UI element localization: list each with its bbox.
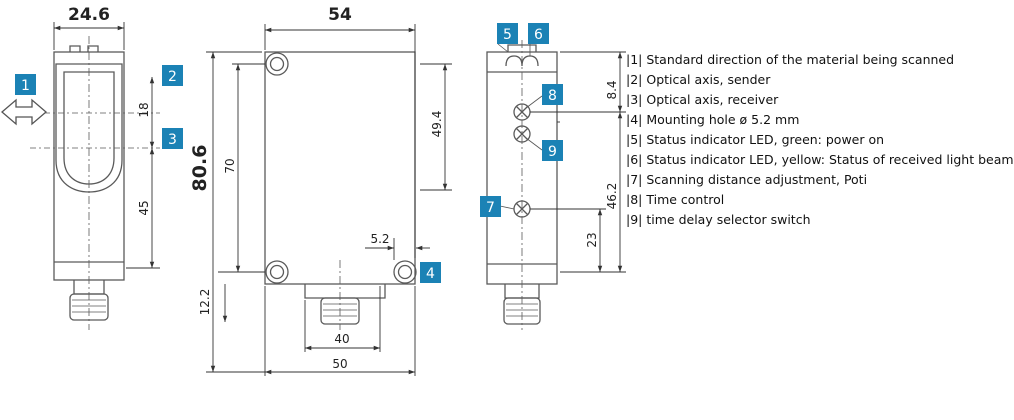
legend-item-4: |4| Mounting hole ø 5.2 mm bbox=[626, 112, 800, 127]
legend: |1| Standard direction of the material b… bbox=[626, 50, 1014, 230]
dim-lower-height: 23 bbox=[585, 232, 599, 247]
callout-1: 1 bbox=[15, 74, 36, 95]
svg-text:9: 9 bbox=[548, 144, 557, 160]
legend-item-3: |3| Optical axis, receiver bbox=[626, 92, 779, 107]
callout-leaders bbox=[497, 43, 543, 210]
callout-7: 7 bbox=[480, 196, 501, 217]
technical-drawing: 24.6 54 80.6 18 45 70 49.4 5.2 12.2 40 5… bbox=[1, 5, 626, 376]
callout-3: 3 bbox=[162, 128, 183, 149]
svg-text:6: 6 bbox=[534, 27, 543, 43]
legend-item-6: |6| Status indicator LED, yellow: Status… bbox=[626, 152, 1014, 167]
svg-text:2: 2 bbox=[168, 69, 177, 85]
callout-2: 2 bbox=[162, 65, 183, 86]
dim-top-to-led: 8.4 bbox=[605, 80, 619, 99]
dim-side-upper: 49.4 bbox=[430, 111, 444, 138]
callout-4: 4 bbox=[420, 262, 441, 283]
callout-6: 6 bbox=[528, 23, 549, 44]
dim-width-side: 54 bbox=[328, 5, 352, 25]
dim-axis-bottom: 45 bbox=[137, 200, 151, 215]
side-dimensions bbox=[206, 24, 452, 376]
scan-direction-arrow-icon bbox=[1, 98, 47, 126]
svg-text:1: 1 bbox=[21, 78, 30, 94]
dim-base-width: 50 bbox=[332, 357, 347, 371]
legend-item-9: |9| time delay selector switch bbox=[626, 212, 811, 227]
svg-text:4: 4 bbox=[426, 266, 435, 282]
callout-9: 9 bbox=[542, 140, 563, 161]
svg-text:8: 8 bbox=[548, 88, 557, 104]
dim-connector-width: 40 bbox=[334, 332, 349, 346]
legend-item-5: |5| Status indicator LED, green: power o… bbox=[626, 132, 885, 147]
legend-item-7: |7| Scanning distance adjustment, Poti bbox=[626, 172, 868, 187]
rear-view bbox=[486, 40, 558, 330]
legend-item-2: |2| Optical axis, sender bbox=[626, 72, 771, 87]
svg-text:3: 3 bbox=[168, 132, 177, 148]
dim-base-offset: 12.2 bbox=[198, 289, 212, 316]
svg-text:7: 7 bbox=[486, 200, 495, 216]
dim-width-front: 24.6 bbox=[68, 5, 110, 25]
rear-dimensions bbox=[530, 51, 626, 273]
dimension-labels: 24.6 54 80.6 18 45 70 49.4 5.2 12.2 40 5… bbox=[68, 5, 619, 371]
callout-5: 5 bbox=[497, 23, 518, 44]
dim-poti-height: 46.2 bbox=[605, 183, 619, 210]
dim-housing-height: 70 bbox=[223, 158, 237, 173]
legend-item-1: |1| Standard direction of the material b… bbox=[626, 52, 955, 67]
svg-text:5: 5 bbox=[503, 27, 512, 43]
dim-axis-gap: 18 bbox=[137, 102, 151, 117]
dim-hole-dia: 5.2 bbox=[370, 232, 389, 246]
callout-badges: 1 2 3 4 5 6 7 8 9 bbox=[15, 23, 563, 283]
dim-height-total: 80.6 bbox=[189, 145, 211, 192]
callout-8: 8 bbox=[542, 84, 563, 105]
front-view bbox=[30, 36, 160, 330]
front-dimensions bbox=[53, 22, 160, 269]
side-view bbox=[264, 51, 417, 330]
legend-item-8: |8| Time control bbox=[626, 192, 725, 207]
